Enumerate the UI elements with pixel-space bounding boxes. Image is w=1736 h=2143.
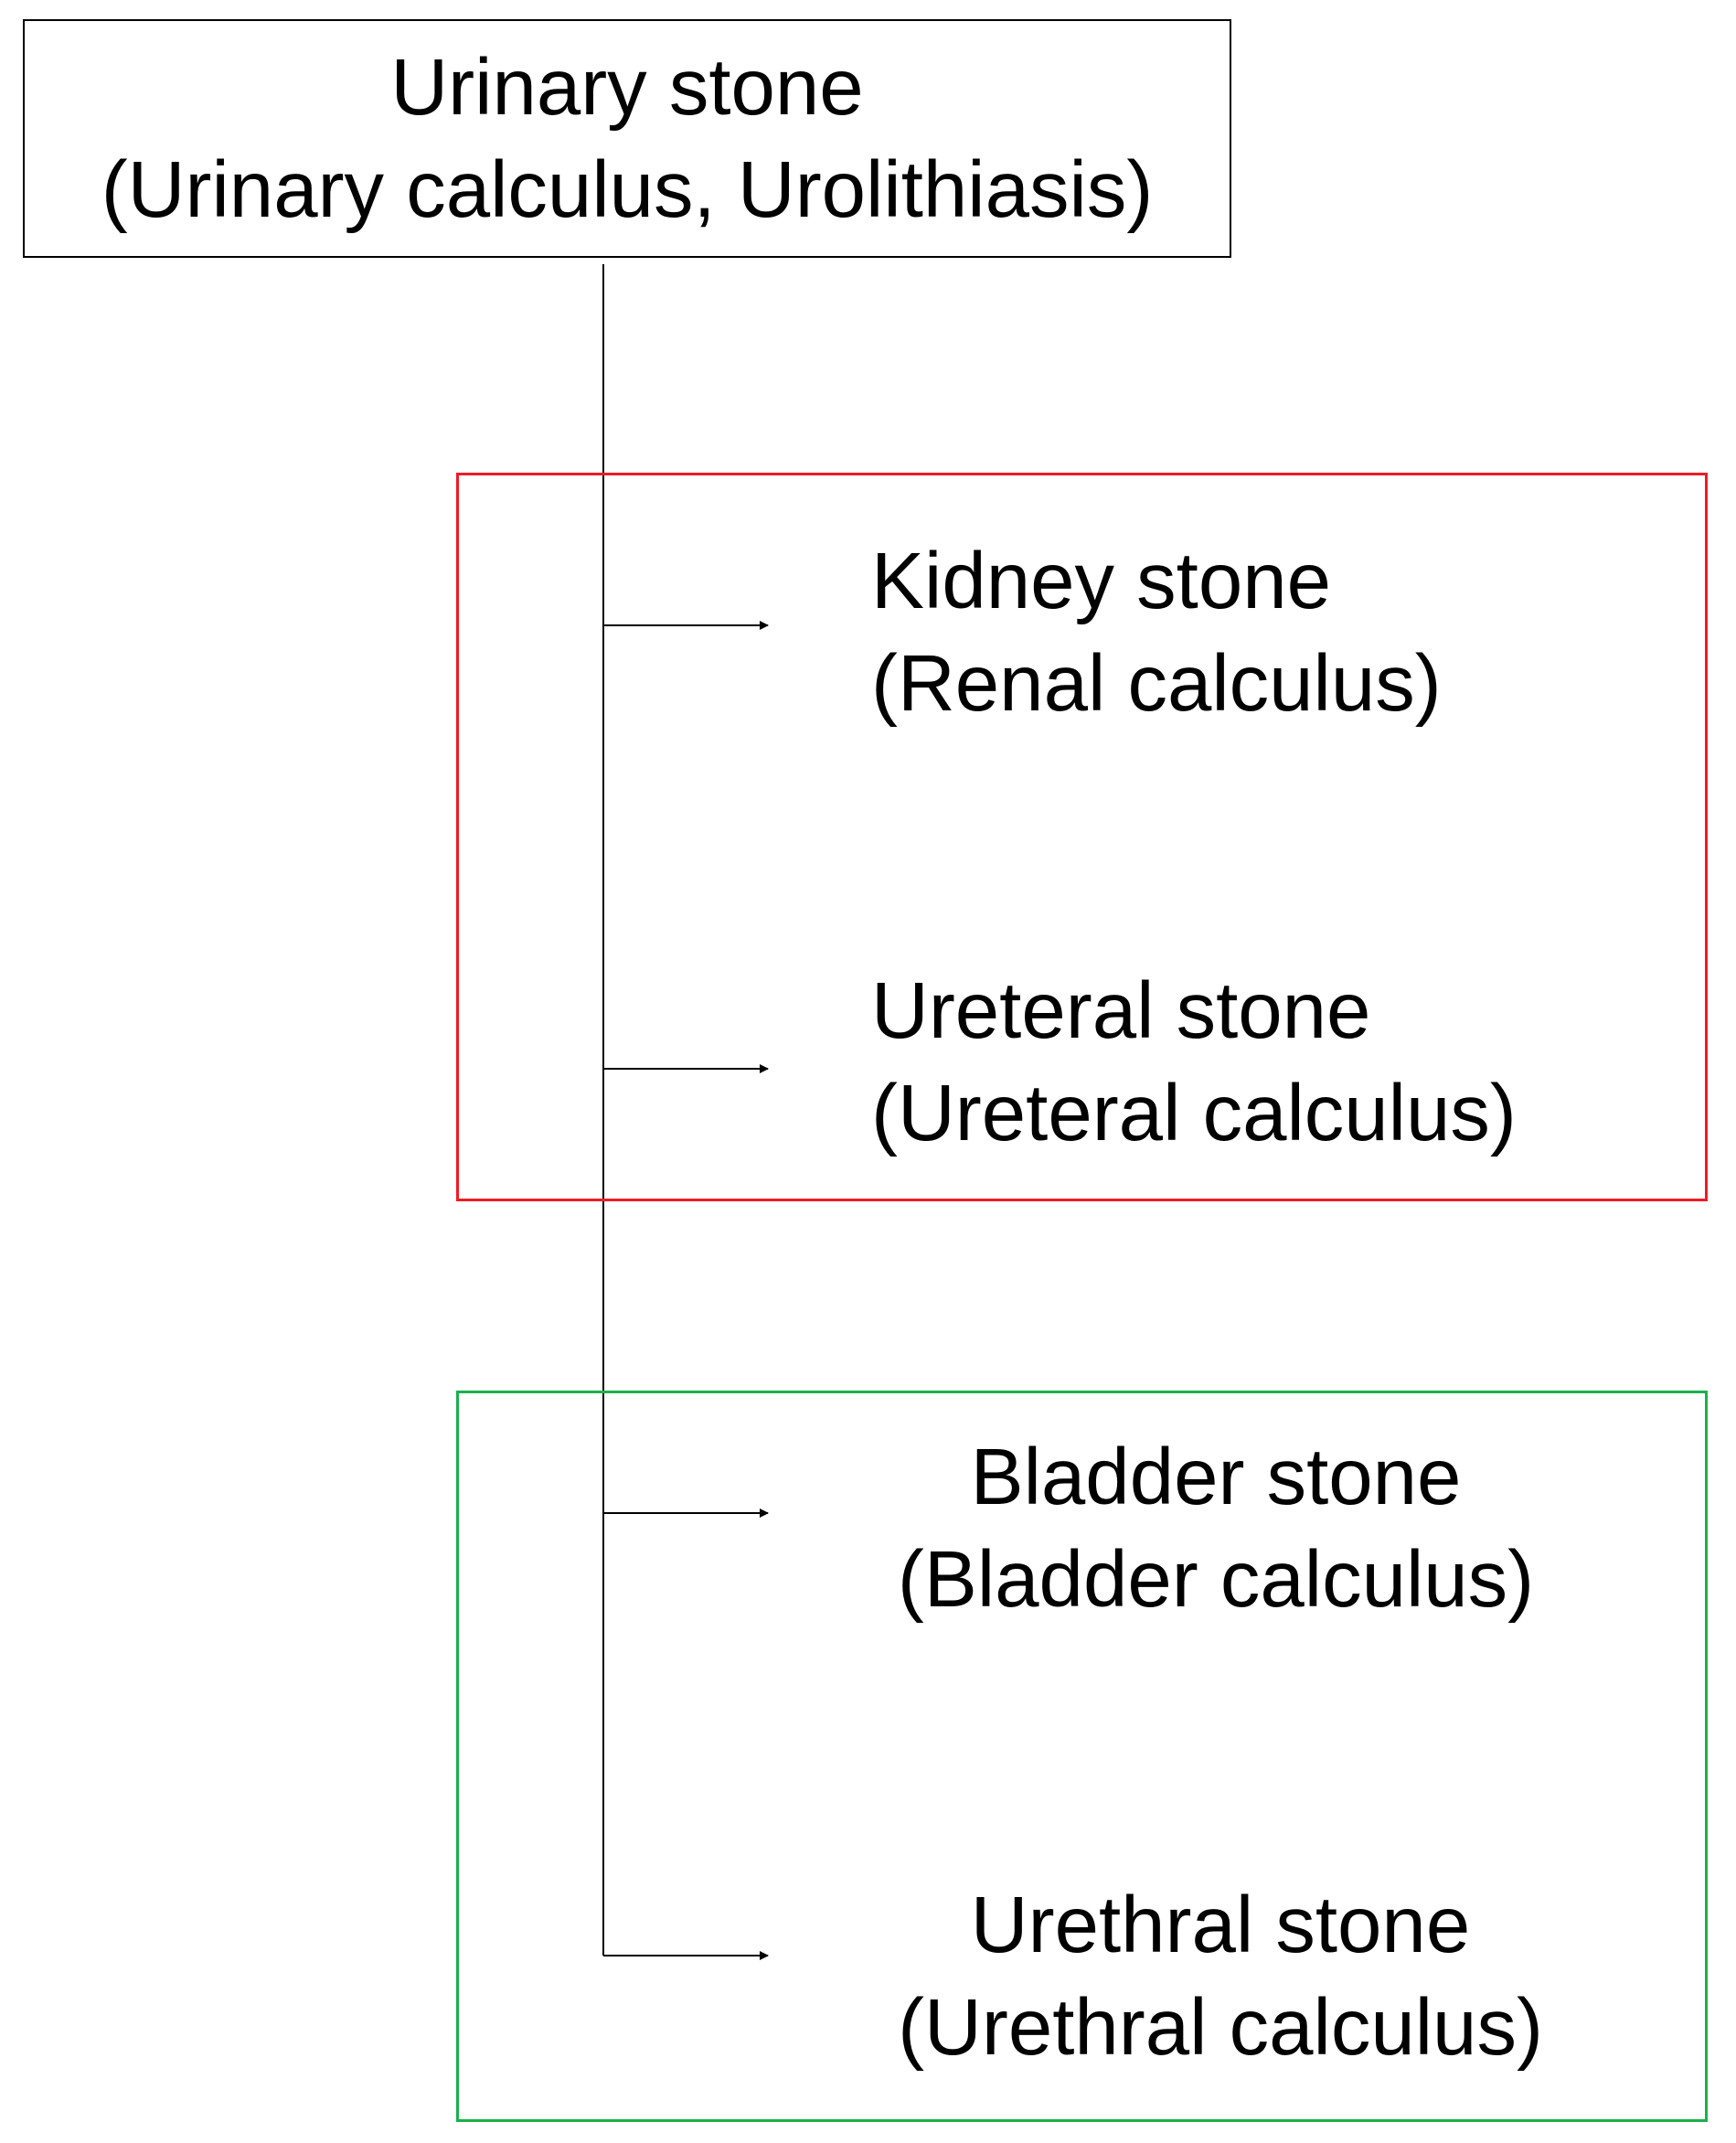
node-synonym: (Renal calculus) xyxy=(871,639,1442,728)
root-synonyms: (Urinary calculus, Urolithiasis) xyxy=(101,144,1154,234)
node-title: Urethral stone xyxy=(970,1881,1471,1969)
upper-urinary-tract-group xyxy=(456,473,1708,1201)
node-title: Bladder stone xyxy=(970,1433,1462,1521)
lower-urinary-tract-group xyxy=(456,1391,1708,2122)
node-ureteral-stone: Ureteral stone (Ureteral calculus) xyxy=(871,960,1517,1165)
node-synonym: (Ureteral calculus) xyxy=(871,1069,1517,1157)
node-title: Ureteral stone xyxy=(871,966,1371,1055)
node-kidney-stone: Kidney stone (Renal calculus) xyxy=(871,530,1442,735)
root-title: Urinary stone xyxy=(390,42,864,132)
node-bladder-stone: Bladder stone (Bladder calculus) xyxy=(868,1426,1563,1631)
node-urethral-stone: Urethral stone (Urethral calculus) xyxy=(868,1874,1572,2079)
node-synonym: (Urethral calculus) xyxy=(898,1983,1543,2072)
node-title: Kidney stone xyxy=(871,537,1332,625)
root-node-urinary-stone: Urinary stone (Urinary calculus, Urolith… xyxy=(23,19,1231,258)
node-synonym: (Bladder calculus) xyxy=(897,1535,1535,1624)
